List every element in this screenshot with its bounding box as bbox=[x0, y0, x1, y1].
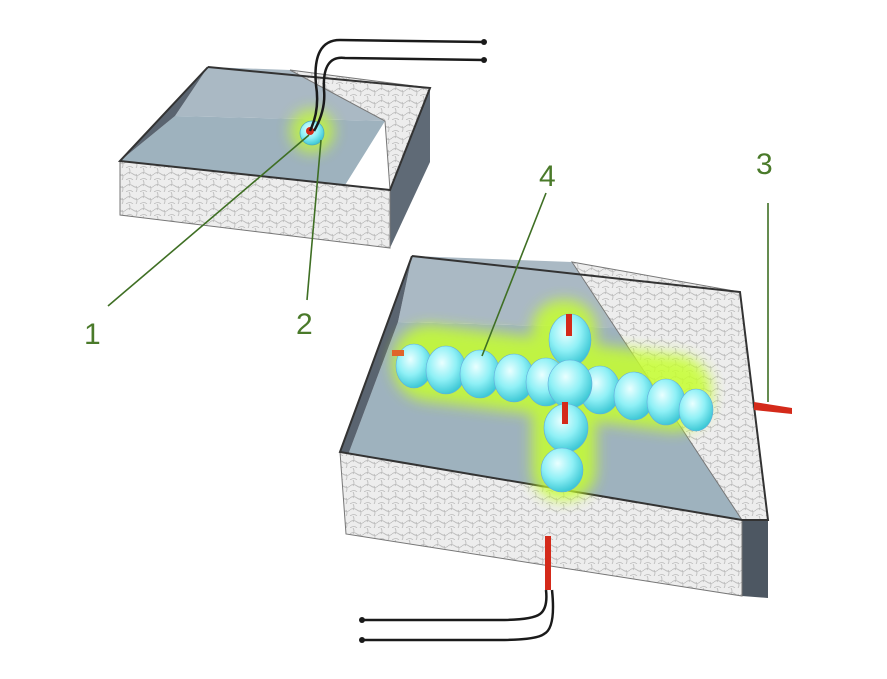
leader-line-2 bbox=[306, 139, 322, 301]
wire-end-dot bbox=[359, 617, 365, 623]
small-wire-1 bbox=[308, 38, 485, 132]
electrode-rod-left bbox=[392, 350, 404, 356]
electrode-rod-right bbox=[754, 402, 792, 414]
small-box-rim bbox=[117, 66, 432, 192]
electrode-rod-top bbox=[566, 314, 572, 336]
wire-end-dot bbox=[359, 637, 365, 643]
small-box bbox=[117, 38, 487, 249]
small-box-back-wall bbox=[175, 67, 385, 121]
leader-lines bbox=[107, 134, 769, 402]
electrode-rod-middle bbox=[562, 402, 568, 424]
callout-label-4: 4 bbox=[539, 160, 556, 193]
large-box-right-side bbox=[742, 520, 768, 598]
callout-label-1: 1 bbox=[84, 318, 101, 351]
bottom-wire-2 bbox=[362, 589, 555, 642]
large-box bbox=[338, 255, 792, 643]
large-box-rim bbox=[338, 255, 770, 521]
callout-label-2: 2 bbox=[296, 308, 313, 341]
callout-label-3: 3 bbox=[756, 148, 773, 181]
bottom-wire-1 bbox=[362, 589, 548, 622]
leader-line-4 bbox=[481, 192, 547, 357]
leader-line-1 bbox=[107, 134, 310, 307]
small-box-right-side bbox=[390, 88, 430, 248]
wire-end-dot bbox=[481, 39, 487, 45]
sphere-chain-horizontal bbox=[395, 343, 714, 432]
small-wire-2 bbox=[312, 56, 485, 132]
electrode-rod-bottom bbox=[545, 536, 551, 590]
wire-end-dot bbox=[481, 57, 487, 63]
